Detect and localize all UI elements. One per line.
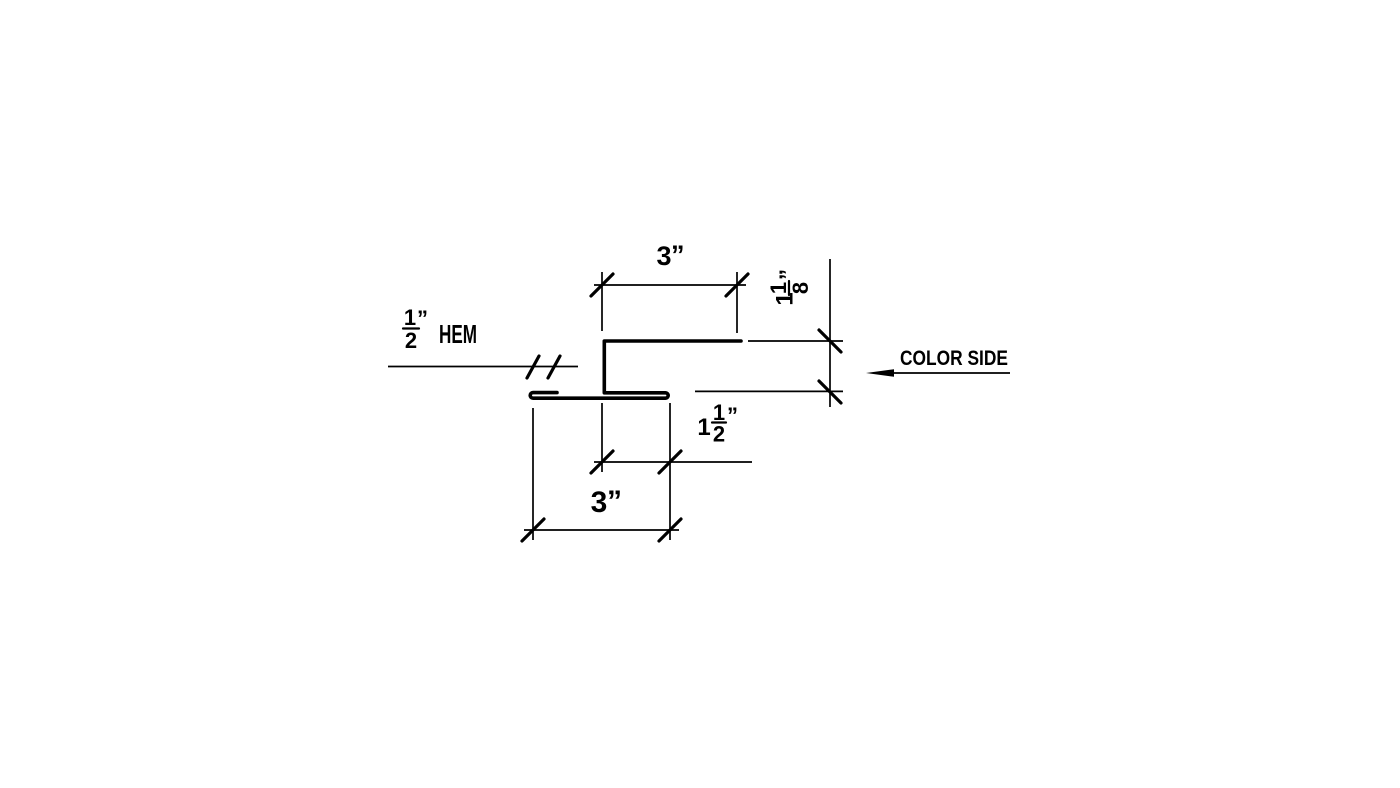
dim-middle-whole: 1 <box>697 414 710 441</box>
hem-tick <box>546 354 562 380</box>
dim-bottom-value: 3 <box>591 486 608 519</box>
dim-right-denominator: 8 <box>788 282 813 294</box>
dim-top-width: 3 ” <box>589 240 750 333</box>
hem-tick <box>525 354 541 380</box>
dim-right-text: 1 1 8 ” <box>766 269 813 306</box>
dimension-tick <box>589 272 615 298</box>
color-side-callout: COLOR SIDE <box>866 347 1010 377</box>
dimension-tick <box>817 379 843 405</box>
dim-top-unit: ” <box>671 240 685 270</box>
dim-middle-width: 1 1 2 ” <box>589 400 752 540</box>
hem-callout: 1 2 ” HEM <box>388 305 578 380</box>
dim-bottom-unit: ” <box>607 485 622 518</box>
dim-middle-denominator: 2 <box>713 422 725 447</box>
color-side-label: COLOR SIDE <box>900 347 1008 370</box>
dimension-tick <box>657 449 683 475</box>
dim-middle-numerator: 1 <box>713 400 725 425</box>
hem-numerator: 1 <box>404 305 416 330</box>
left-arrowhead-icon <box>866 369 894 377</box>
dim-top-value: 3 <box>656 241 671 271</box>
profile-outline-path <box>528 339 743 400</box>
dimension-tick <box>589 449 615 475</box>
hem-denominator: 2 <box>405 328 417 353</box>
hem-unit: ” <box>417 306 428 331</box>
dimension-tick <box>724 272 750 298</box>
dim-right-height: 1 1 8 ” <box>695 259 843 407</box>
dim-bottom-width: 3 ” <box>520 408 683 543</box>
flashing-profile <box>528 339 743 400</box>
hem-label: HEM <box>439 319 477 349</box>
dim-middle-unit: ” <box>727 403 738 428</box>
dimension-tick <box>520 517 546 543</box>
dimension-tick <box>657 517 683 543</box>
dim-right-numerator: 1 <box>766 282 791 294</box>
dim-right-unit: ” <box>775 269 800 280</box>
dim-right-whole: 1 <box>772 292 799 305</box>
dimension-tick <box>817 328 843 354</box>
